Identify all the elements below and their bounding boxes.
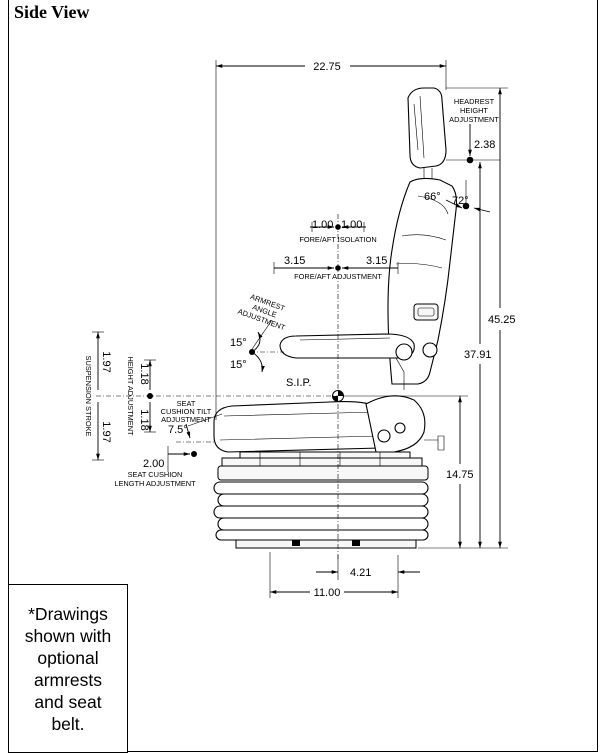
sip-height-value: 37.91 xyxy=(464,349,492,361)
dimension-lines xyxy=(92,60,508,598)
fore-aft-adjust-right-value: 3.15 xyxy=(366,255,387,267)
seat-outline xyxy=(213,87,458,549)
page-title: Side View xyxy=(14,2,90,22)
sip-label: S.I.P. xyxy=(286,377,311,389)
note-box: *Drawings shown with optional armrests a… xyxy=(8,584,128,753)
suspension-stroke-label: SUSPENSION STROKE xyxy=(84,356,93,437)
cushion-label-line-2: LENGTH ADJUSTMENT xyxy=(114,479,196,488)
armrest-down-angle: 15° xyxy=(230,359,247,371)
height-adjust-label: HEIGHT ADJUSTMENT xyxy=(126,356,135,436)
fore-aft-adjust-label: FORE/AFT ADJUSTMENT xyxy=(294,272,382,281)
suspension-upper-value: 1.97 xyxy=(100,351,112,372)
headrest-label-line-2: HEIGHT xyxy=(460,106,488,115)
height-adjust-upper-value: 1.18 xyxy=(138,363,150,384)
headrest-label-line-3: ADJUSTMENT xyxy=(449,115,499,124)
note-line-5: and seat xyxy=(34,691,102,712)
height-adjust-lower-value: 1.18 xyxy=(138,409,150,430)
note-line-2: shown with xyxy=(24,625,112,646)
note-line-4: armrests xyxy=(33,669,103,690)
cushion-label-line-1: SEAT CUSHION xyxy=(128,470,183,479)
headrest-label-line-1: HEADREST xyxy=(454,97,495,106)
fore-aft-isolation-left-value: 1.00 xyxy=(312,219,333,231)
drawing-frame xyxy=(8,0,598,752)
rear-offset-value: 4.21 xyxy=(350,567,371,579)
base-height-value: 14.75 xyxy=(446,469,474,481)
fore-aft-adjust-left-value: 3.15 xyxy=(284,255,305,267)
fore-aft-isolation-label: FORE/AFT ISOLATION xyxy=(299,235,376,244)
fore-aft-isolation-right-value: 1.00 xyxy=(341,219,362,231)
suspension-lower-value: 1.97 xyxy=(100,421,112,442)
tilt-angle-value: 7.5° xyxy=(168,424,188,436)
note-line-6: belt. xyxy=(51,713,85,734)
tilt-label-line-2: CUSHION TILT xyxy=(161,407,212,416)
back-angle-front-value: 66° xyxy=(424,191,441,203)
note-line-1: *Drawings xyxy=(28,603,108,624)
tilt-label-line-1: SEAT xyxy=(177,399,196,408)
base-width-value: 11.00 xyxy=(314,587,341,599)
overall-depth-label: 22.75 xyxy=(313,61,341,73)
tilt-label-line-3: ADJUSTMENT xyxy=(161,415,211,424)
cushion-length-value: 2.00 xyxy=(143,458,164,470)
armrest-up-angle: 15° xyxy=(230,337,247,349)
note-line-3: optional xyxy=(37,647,99,668)
overall-height-value: 45.25 xyxy=(488,314,516,326)
back-angle-rear-value: 72° xyxy=(452,195,469,207)
headrest-height-value: 2.38 xyxy=(474,139,495,151)
